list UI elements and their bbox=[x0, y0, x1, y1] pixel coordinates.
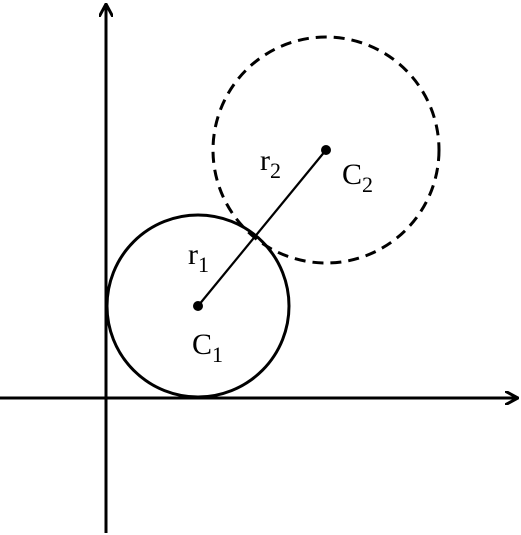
center-1-point bbox=[193, 301, 203, 311]
center-2-label: C2 bbox=[342, 158, 373, 197]
center-2-point bbox=[321, 145, 331, 155]
center-connector-line bbox=[197, 149, 327, 307]
radius-1-label: r1 bbox=[188, 238, 209, 277]
center-1-label: C1 bbox=[192, 328, 223, 367]
circle-1-solid bbox=[105, 213, 291, 399]
circle-2-dashed bbox=[211, 35, 441, 265]
radius-2-label: r2 bbox=[260, 144, 281, 183]
